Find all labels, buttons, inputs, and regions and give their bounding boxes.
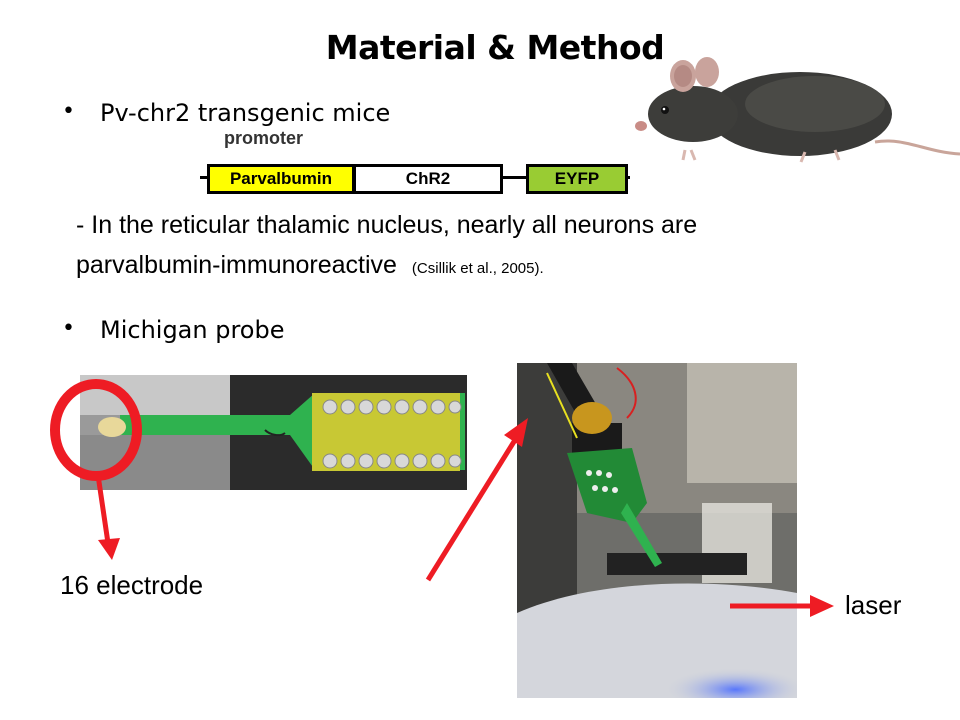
probe-photo — [80, 375, 467, 490]
bullet-transgenic-mice: • Pv-chr2 transgenic mice — [62, 99, 391, 127]
red-arrow-shaft — [95, 474, 111, 544]
red-arrow-to-probe — [425, 418, 528, 582]
bullet-text: Michigan probe — [100, 316, 285, 344]
bullet-text: Pv-chr2 transgenic mice — [100, 99, 391, 127]
electrode-label: 16 electrode — [60, 570, 204, 600]
laser-label: laser — [845, 590, 902, 620]
bullet-michigan-probe: • Michigan probe — [62, 316, 285, 344]
note-parvalbumin: parvalbumin-immunoreactive — [76, 251, 397, 279]
promoter-label: promoter — [224, 128, 304, 148]
parvalbumin-box: Parvalbumin — [207, 164, 355, 194]
construct-diagram: promoter Parvalbumin ChR2 EYFP — [200, 128, 640, 198]
slide-title: Material & Method — [325, 28, 665, 67]
bullet-dot: • — [62, 316, 75, 341]
mouse-image — [625, 42, 960, 167]
setup-photo — [517, 363, 797, 698]
citation: (Csillik et al., 2005). — [411, 260, 544, 277]
laser-arrow — [730, 595, 834, 617]
red-circle — [50, 379, 142, 481]
eyfp-box: EYFP — [526, 164, 628, 194]
chr2-box: ChR2 — [353, 164, 503, 194]
red-arrow-head — [98, 538, 120, 560]
note-line-2: parvalbumin-immunoreactive (Csillik et a… — [76, 251, 544, 280]
bullet-dot: • — [62, 99, 75, 124]
note-line-1: - In the reticular thalamic nucleus, nea… — [76, 211, 698, 239]
highlight-circle-and-arrow — [50, 379, 142, 560]
